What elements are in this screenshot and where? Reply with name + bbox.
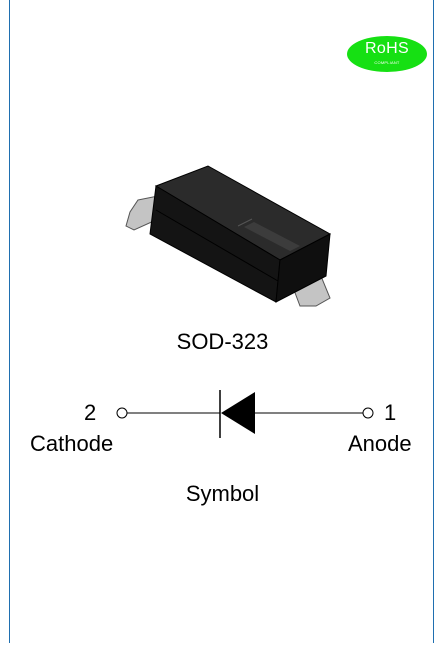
rohs-badge-label: RoHS [365,40,409,57]
cathode-band [244,222,300,251]
sod323-package-illustration [125,165,332,307]
cathode-label: Cathode [30,431,114,456]
package-end-face [275,233,331,303]
pin-2-number: 2 [84,400,97,425]
diode-symbol [116,390,374,438]
page-frame [9,0,434,643]
pin-1-number: 1 [384,400,397,425]
pin1-terminal [362,407,374,419]
symbol-caption: Symbol [185,481,260,506]
diode-triangle [221,392,255,434]
package-name: SOD-323 [176,329,269,354]
pin2-terminal [116,407,128,419]
rohs-badge-sublabel: COMPLIANT [374,60,400,65]
anode-label: Anode [348,431,412,456]
rohs-badge: RoHS COMPLIANT [347,36,427,72]
